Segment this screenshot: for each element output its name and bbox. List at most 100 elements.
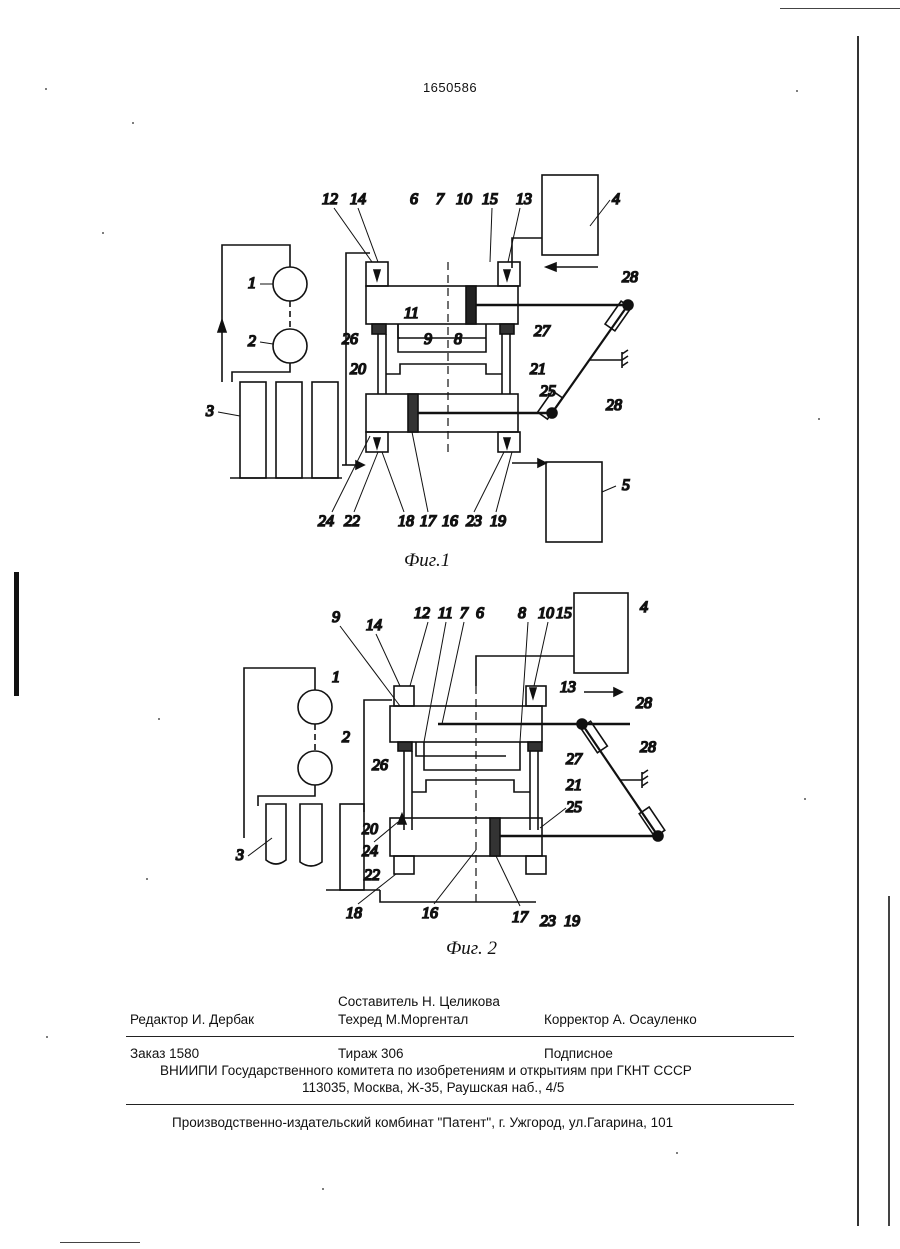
imprint-printer: Производственно-издательский комбинат "П… [172,1115,673,1130]
fig1-label-20: 20 [350,361,366,378]
imprint-corrector: Корректор А. Осауленко [544,1012,697,1027]
speck [146,878,148,880]
fig2-label-28b: 28 [640,739,656,756]
slide-7 [466,286,476,324]
fig1-label-15: 15 [482,191,498,208]
fig1-label-22: 22 [344,513,360,530]
fig1-label-10: 10 [456,191,472,208]
imprint-institute: ВНИИПИ Государственного комитета по изоб… [160,1063,692,1078]
fig1-label-25: 25 [540,383,556,400]
fig2-label-13: 13 [560,679,576,696]
tank-block-3-a [240,382,266,478]
speck [322,1188,324,1190]
imprint-composer: Составитель Н. Целикова [338,994,500,1009]
fig2-label-3: 3 [235,847,244,864]
unit-4-fig2 [574,593,628,673]
fig1-label-24: 24 [318,513,334,530]
fig1-label-21: 21 [530,361,546,378]
fig1-label-28a: 28 [622,269,638,286]
fig2-label-22: 22 [364,867,380,884]
motor-1-fig2 [298,690,332,724]
fig2-label-8: 8 [518,605,526,622]
fig2-label-23: 23 [540,913,556,930]
fig1-label-18: 18 [398,513,414,530]
scan-edge-bottom-left [60,1242,140,1243]
fig2-label-19: 19 [564,913,580,930]
fig1-label-11: 11 [404,305,419,322]
tank-block-3-fig2-b [300,804,322,866]
tank-block-3-c [312,382,338,478]
fig2-label-21: 21 [566,777,582,794]
scan-edge-top-right [780,8,900,9]
fig2-label-4: 4 [640,599,648,616]
figure-2-caption: Фиг. 2 [446,938,497,960]
fig1-label-8: 8 [454,331,462,348]
fig2-label-11: 11 [438,605,453,622]
fig1-label-27: 27 [534,323,551,340]
slide-17-fig2 [490,818,500,856]
pump-2 [273,329,307,363]
scan-edge-right-2 [888,896,890,1226]
speck [46,1036,48,1038]
speck [132,122,134,124]
fig1-label-2: 2 [248,333,256,350]
fig1-label-4: 4 [612,191,620,208]
scan-edge-left [14,572,19,696]
fig2-label-26: 26 [372,757,388,774]
motor-1 [273,267,307,301]
imprint-order: Заказ 1580 [130,1046,199,1061]
fig2-label-25: 25 [566,799,582,816]
scan-edge-right [857,36,859,1226]
imprint-subscription: Подписное [544,1046,613,1061]
speck [818,418,820,420]
fig2-label-12: 12 [414,605,430,622]
fig1-label-6: 6 [410,191,418,208]
speck [158,718,160,720]
fig1-label-16: 16 [442,513,458,530]
tank-block-3-b [276,382,302,478]
fig2-label-24: 24 [362,843,378,860]
fig2-label-15: 15 [556,605,572,622]
tank-block-3-fig2-c [340,804,364,890]
fig2-label-20: 20 [362,821,378,838]
fig1-label-19: 19 [490,513,506,530]
imprint-techred: Техред М.Моргентал [338,1012,468,1027]
fig1-label-13: 13 [516,191,532,208]
tank-block-3-fig2-a [266,804,286,864]
fig2-label-2: 2 [342,729,350,746]
imprint-address: 113035, Москва, Ж-35, Раушская наб., 4/5 [302,1080,564,1095]
speck [102,232,104,234]
speck [45,88,47,90]
unit-5 [546,462,602,542]
fig2-label-14: 14 [366,617,382,634]
fig2-label-6: 6 [476,605,484,622]
fig2-label-16: 16 [422,905,438,922]
figure-2-diagram: 9 14 12 11 7 6 8 10 15 4 13 28 1 2 28 27… [0,580,900,940]
fig2-label-9: 9 [332,609,340,626]
fig2-label-18: 18 [346,905,362,922]
imprint-rule-bottom [126,1104,794,1105]
fig1-label-23: 23 [466,513,482,530]
fig1-label-12: 12 [322,191,338,208]
fig2-label-17: 17 [512,909,529,926]
imprint-circulation: Тираж 306 [338,1046,404,1061]
imprint-rule-top [126,1036,794,1037]
fig1-label-5: 5 [622,477,630,494]
figure-1-diagram: 12 14 6 7 10 15 13 4 28 1 2 11 9 8 27 26… [0,160,900,550]
fig2-label-27: 27 [566,751,583,768]
speck [676,1152,678,1154]
pump-2-fig2 [298,751,332,785]
fig1-label-28b: 28 [606,397,622,414]
slide-17 [408,394,418,432]
fig1-label-26: 26 [342,331,358,348]
patent-number: 1650586 [0,80,900,95]
fig2-label-10: 10 [538,605,554,622]
fig1-label-3: 3 [205,403,214,420]
imprint-editor: Редактор И. Дербак [130,1012,254,1027]
fig2-label-7: 7 [460,605,469,622]
figure-1-caption: Фиг.1 [404,550,450,572]
fig2-label-28a: 28 [636,695,652,712]
fig2-label-1: 1 [332,669,340,686]
unit-4 [542,175,598,255]
speck [804,798,806,800]
